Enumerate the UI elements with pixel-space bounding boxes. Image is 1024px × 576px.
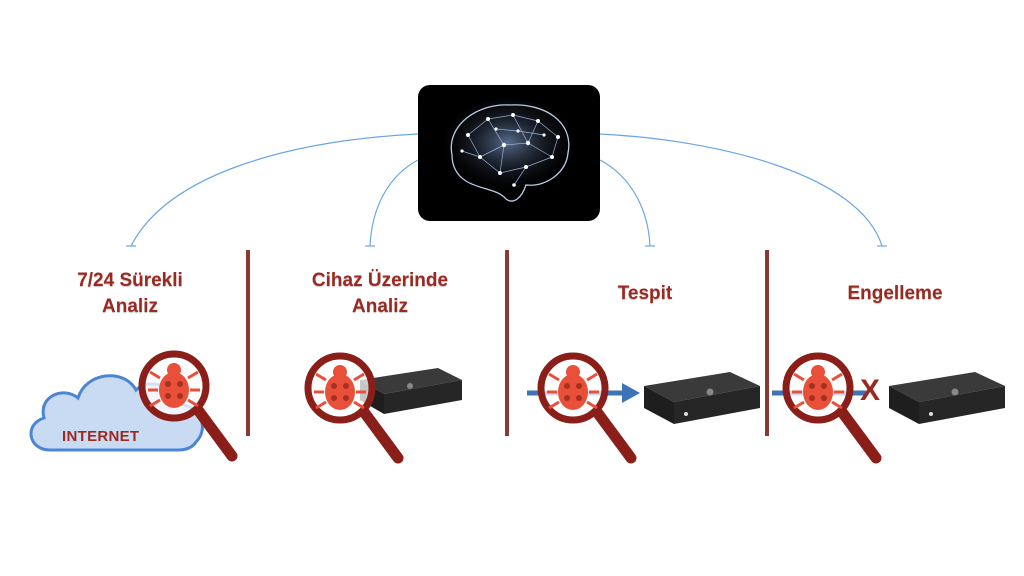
block-x-mark: X [860, 374, 881, 407]
cloud-label: INTERNET [62, 428, 140, 445]
column-title-detection: Tespit [617, 283, 673, 304]
magnifier-bug-icon [535, 350, 645, 470]
magnifier-bug-icon [136, 348, 246, 468]
column-title-on-device-analysis: Cihaz Üzerinde Analiz [311, 270, 449, 317]
brain-network-icon [442, 99, 574, 202]
column-title-blocking: Engelleme [847, 283, 943, 304]
device-box-icon [889, 372, 1005, 424]
connector-1 [130, 133, 419, 247]
divider-1 [246, 250, 250, 436]
divider-3 [765, 250, 769, 436]
device-box-icon [644, 372, 760, 424]
column-title-continuous-analysis: 7/24 Sürekli Analiz [77, 270, 183, 317]
magnifier-bug-icon [302, 350, 412, 470]
connector-4 [599, 133, 883, 247]
connector-2 [369, 159, 419, 247]
brain-image [418, 85, 600, 221]
connector-3 [599, 159, 651, 247]
divider-2 [505, 250, 509, 436]
magnifier-bug-icon [780, 350, 890, 470]
